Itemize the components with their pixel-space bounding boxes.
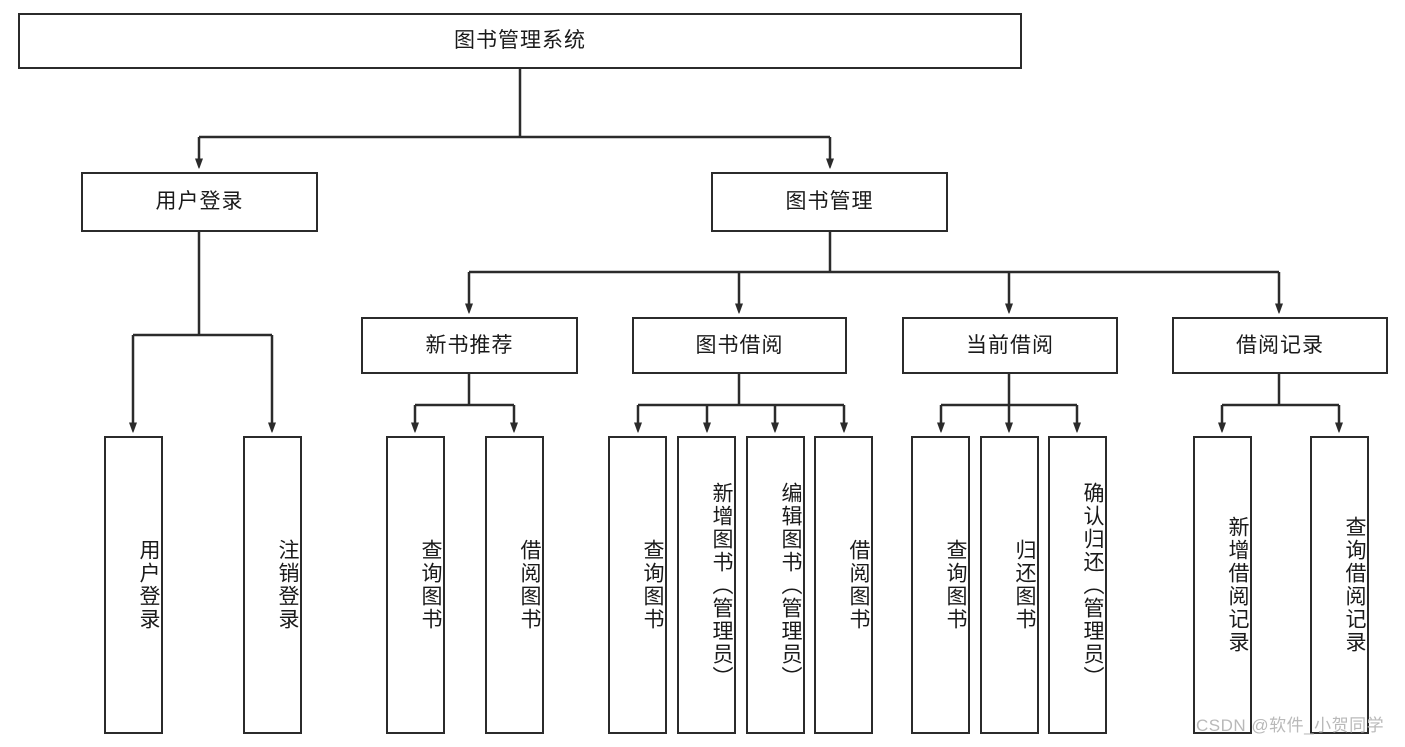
node-label: 归还图书 (1013, 539, 1036, 631)
leaf-query-book-borrow[interactable]: 查询图书 (608, 436, 667, 734)
leaf-borrow-book-recommend[interactable]: 借阅图书 (485, 436, 544, 734)
node-label: 用户登录 (155, 190, 244, 214)
leaf-confirm-return-admin[interactable]: 确认归还（管理员） (1048, 436, 1107, 734)
node-label: 查询图书 (944, 539, 967, 631)
node-root-book-management-system[interactable]: 图书管理系统 (18, 13, 1022, 69)
node-label: 注销登录 (276, 539, 299, 631)
leaf-return-book[interactable]: 归还图书 (980, 436, 1039, 734)
node-label: 借阅图书 (847, 539, 870, 631)
node-label: 新增借阅记录 (1226, 516, 1249, 654)
node-label: 图书管理系统 (454, 29, 586, 53)
node-label: 图书借阅 (695, 333, 784, 357)
leaf-user-login[interactable]: 用户登录 (104, 436, 163, 734)
node-user-login[interactable]: 用户登录 (81, 172, 318, 232)
node-label: 查询借阅记录 (1343, 516, 1366, 654)
leaf-add-book-admin[interactable]: 新增图书（管理员） (677, 436, 736, 734)
leaf-add-borrow-record[interactable]: 新增借阅记录 (1193, 436, 1252, 734)
node-label: 查询图书 (419, 539, 442, 631)
node-label: 用户登录 (137, 539, 160, 631)
node-book-management[interactable]: 图书管理 (711, 172, 948, 232)
node-label: 借阅图书 (518, 539, 541, 631)
leaf-query-book-recommend[interactable]: 查询图书 (386, 436, 445, 734)
csdn-watermark: CSDN @软件_小贺同学 (1196, 716, 1385, 735)
node-book-borrowing[interactable]: 图书借阅 (632, 317, 847, 374)
node-label: 图书管理 (785, 190, 874, 214)
node-current-borrowing[interactable]: 当前借阅 (902, 317, 1118, 374)
leaf-edit-book-admin[interactable]: 编辑图书（管理员） (746, 436, 805, 734)
node-new-book-recommendation[interactable]: 新书推荐 (361, 317, 578, 374)
node-label: 当前借阅 (966, 333, 1054, 357)
node-label: 新增图书（管理员） (710, 481, 733, 689)
leaf-query-borrow-record[interactable]: 查询借阅记录 (1310, 436, 1369, 734)
node-borrowing-records[interactable]: 借阅记录 (1172, 317, 1388, 374)
node-label: 借阅记录 (1236, 333, 1324, 357)
leaf-borrow-book[interactable]: 借阅图书 (814, 436, 873, 734)
node-label: 新书推荐 (425, 333, 514, 357)
node-label: 查询图书 (641, 539, 664, 631)
leaf-query-book-current[interactable]: 查询图书 (911, 436, 970, 734)
node-label: 编辑图书（管理员） (779, 481, 802, 689)
node-label: 确认归还（管理员） (1081, 481, 1104, 689)
leaf-logout[interactable]: 注销登录 (243, 436, 302, 734)
